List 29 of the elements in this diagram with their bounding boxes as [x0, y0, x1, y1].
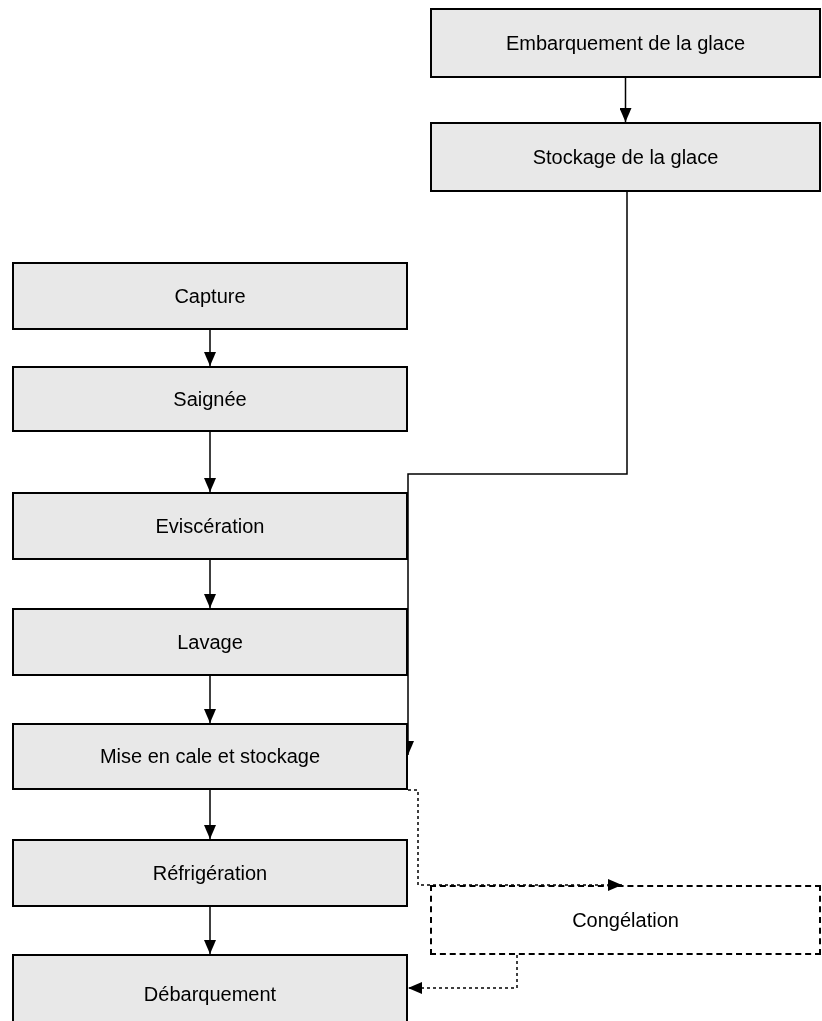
node-label: Stockage de la glace [532, 144, 719, 170]
node-label: Saignée [173, 386, 247, 412]
node-label: Eviscération [155, 513, 265, 539]
process-box [12, 608, 408, 676]
node-label: Embarquement de la glace [505, 30, 745, 56]
node-label: Mise en cale et stockage [99, 744, 321, 769]
arrow [407, 789, 623, 891]
process-box [12, 366, 408, 432]
dashed-process-box [430, 885, 821, 955]
arrow [204, 431, 216, 493]
arrow [204, 906, 216, 955]
process-box [12, 492, 408, 560]
process-box [12, 262, 408, 330]
node-label: Débarquement [143, 981, 277, 1007]
arrow [204, 559, 216, 609]
node-label: Congélation [572, 907, 679, 933]
node-label: Capture [174, 283, 246, 309]
arrow [204, 329, 216, 367]
process-box [12, 954, 408, 1021]
arrow [204, 789, 216, 840]
node-label: Lavage [177, 629, 243, 655]
arrow [204, 675, 216, 724]
process-box [430, 8, 821, 78]
node-label: Réfrigération [152, 860, 268, 886]
arrow [407, 954, 518, 994]
arrow [619, 77, 632, 123]
process-box [12, 839, 408, 907]
process-box [430, 122, 821, 192]
process-box [12, 723, 408, 790]
